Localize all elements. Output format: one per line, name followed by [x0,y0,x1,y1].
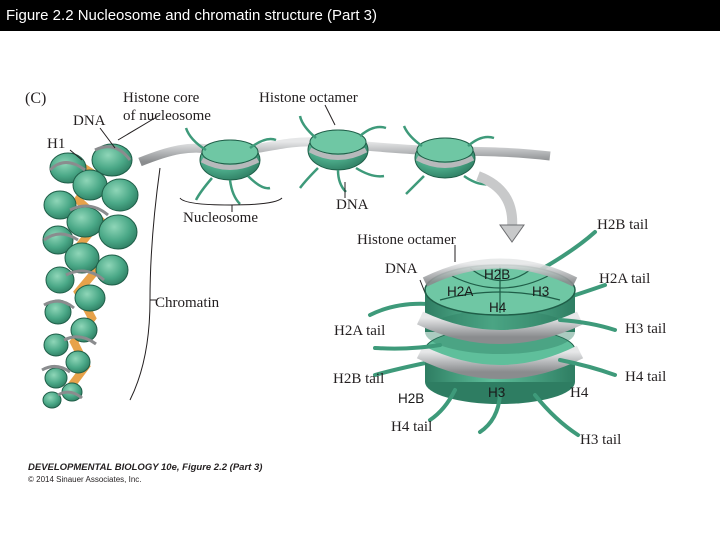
chromatin-fiber [41,143,139,409]
h3-tail-label-right: H3 tail [625,321,667,337]
h1-label: H1 [47,136,66,152]
h3-tail-label-bottom: H3 tail [580,432,622,448]
nucleosome-label: Nucleosome [183,210,258,226]
nucleosome-2 [298,115,387,193]
chromatin-label: Chromatin [155,295,220,311]
core-h2b-top: H2B [484,267,511,282]
nucleosome-1 [184,127,277,205]
core-h2b-bottom: H2B [398,391,425,406]
dna-label-detail: DNA [385,261,418,277]
histone-core-label-2: of nucleosome [123,108,211,124]
title-bar: Figure 2.2 Nucleosome and chromatin stru… [0,0,720,31]
core-h4-center: H4 [489,300,507,315]
histone-octamer-label-detail: Histone octamer [357,232,456,248]
zoom-arrow [476,171,525,243]
histone-core-label-1: Histone core [123,90,200,106]
h4-side-label: H4 [570,385,589,401]
core-h3-bottom: H3 [488,385,506,400]
h2b-tail-label-left: H2B tail [333,371,385,387]
h2a-tail-label-left: H2A tail [334,323,386,339]
credit-line-1: DEVELOPMENTAL BIOLOGY 10e, Figure 2.2 (P… [28,462,263,473]
slide-title: Figure 2.2 Nucleosome and chromatin stru… [6,7,377,24]
core-h2a: H2A [447,284,474,299]
h4-tail-label-right: H4 tail [625,369,667,385]
histone-octamer-label-top: Histone octamer [259,90,358,106]
h2a-tail-label-right: H2A tail [599,271,651,287]
core-h3-top: H3 [532,284,550,299]
h4-tail-label-bottom: H4 tail [391,419,433,435]
credit-line-2: © 2014 Sinauer Associates, Inc. [28,475,142,484]
h2b-tail-label-top: H2B tail [597,217,649,233]
nucleosome-3 [402,125,495,195]
dna-label-mid: DNA [336,197,369,213]
panel-label: (C) [25,90,47,107]
nucleosome-detail [368,230,617,437]
dna-label-top: DNA [73,113,106,129]
